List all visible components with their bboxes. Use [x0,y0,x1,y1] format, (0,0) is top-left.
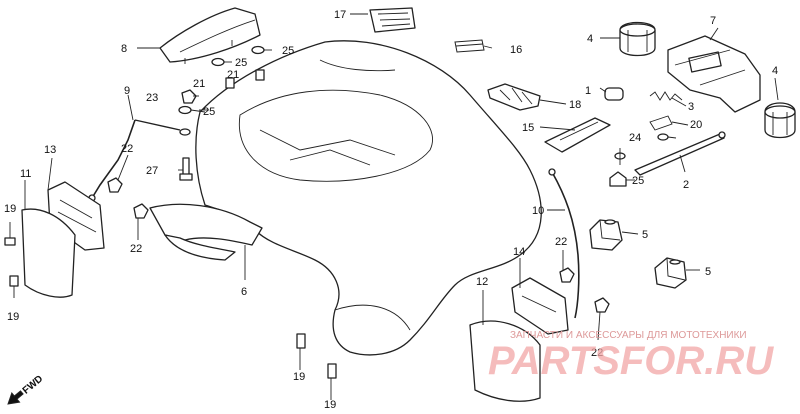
callout-22-b: 22 [130,243,142,255]
leader-lines [9,13,779,400]
callout-10: 10 [532,205,544,217]
callout-20: 20 [690,119,702,131]
part-20-clip [649,115,673,131]
part-5-damper-upper [589,219,623,251]
callout-21-a: 21 [193,78,205,90]
callout-23: 23 [146,92,158,104]
watermark-caption: ЗАПЧАСТИ И АКСЕССУАРЫ ДЛЯ МОТОТЕХНИКИ [510,330,747,341]
part-14-flap-bracket [511,277,569,335]
callout-25-a: 25 [282,45,294,57]
part-10-stay [548,168,580,319]
part-5-damper-lower [654,257,687,289]
callout-14: 14 [513,246,525,258]
part-17-hook [369,7,416,33]
callout-4-upper: 4 [587,33,593,45]
part-4-grommet-upper [619,21,656,57]
part-8-cover [159,7,261,64]
part-12-mud-flap [469,320,541,402]
part-1-clip [604,87,624,101]
callout-2: 2 [683,179,689,191]
callout-25-c: 25 [203,106,215,118]
callout-16: 16 [510,44,522,56]
fasteners [4,45,610,379]
callout-19-a: 19 [4,203,16,215]
part-16-label [454,39,485,53]
callout-22-a: 22 [121,143,133,155]
watermark-brand: PARTSFOR.RU [488,339,774,383]
watermark: ЗАПЧАСТИ И АКСЕССУАРЫ ДЛЯ МОТОТЕХНИКИ PA… [488,330,774,383]
part-18-plate [487,83,541,111]
callouts: 1 2 3 4 4 5 5 6 7 8 9 10 11 12 13 14 15 … [4,9,778,411]
callout-5-upper: 5 [642,229,648,241]
callout-7: 7 [710,15,716,27]
part-2-rod [634,131,726,176]
callout-22-c: 22 [555,236,567,248]
callout-12: 12 [476,276,488,288]
part-4-grommet-lower [764,102,796,139]
callout-24: 24 [629,132,641,144]
callout-6: 6 [241,286,247,298]
callout-18: 18 [569,99,581,111]
callout-27: 27 [146,165,158,177]
callout-4-lower: 4 [772,65,778,77]
part-9-stay [88,119,181,202]
callout-11: 11 [20,168,31,180]
callout-3: 3 [688,101,694,113]
callout-25-d: 25 [632,175,644,187]
part-15-holder [544,117,611,153]
fwd-arrow-icon [7,390,24,405]
callout-9: 9 [124,85,130,97]
callout-19-b: 19 [7,311,19,323]
part-3-spring [649,91,683,101]
callout-19-d: 19 [324,399,336,411]
callout-17: 17 [334,9,346,21]
part-11-mud-flap [21,208,76,298]
part-7-bracket [667,35,761,113]
callout-1: 1 [585,85,591,97]
callout-15: 15 [522,122,534,134]
rear-fender-main [149,40,542,356]
part-25-nut-mid [609,152,627,187]
fwd-arrow: FWD [7,373,46,405]
callout-8: 8 [121,43,127,55]
callout-5-lower: 5 [705,266,711,278]
callout-19-c: 19 [293,371,305,383]
part-24-washer [657,133,669,141]
callout-21-b: 21 [227,69,239,81]
callout-22-d: 22 [591,347,603,359]
callout-13: 13 [44,144,56,156]
fwd-label: FWD [21,373,46,396]
callout-25-b: 25 [235,57,247,69]
